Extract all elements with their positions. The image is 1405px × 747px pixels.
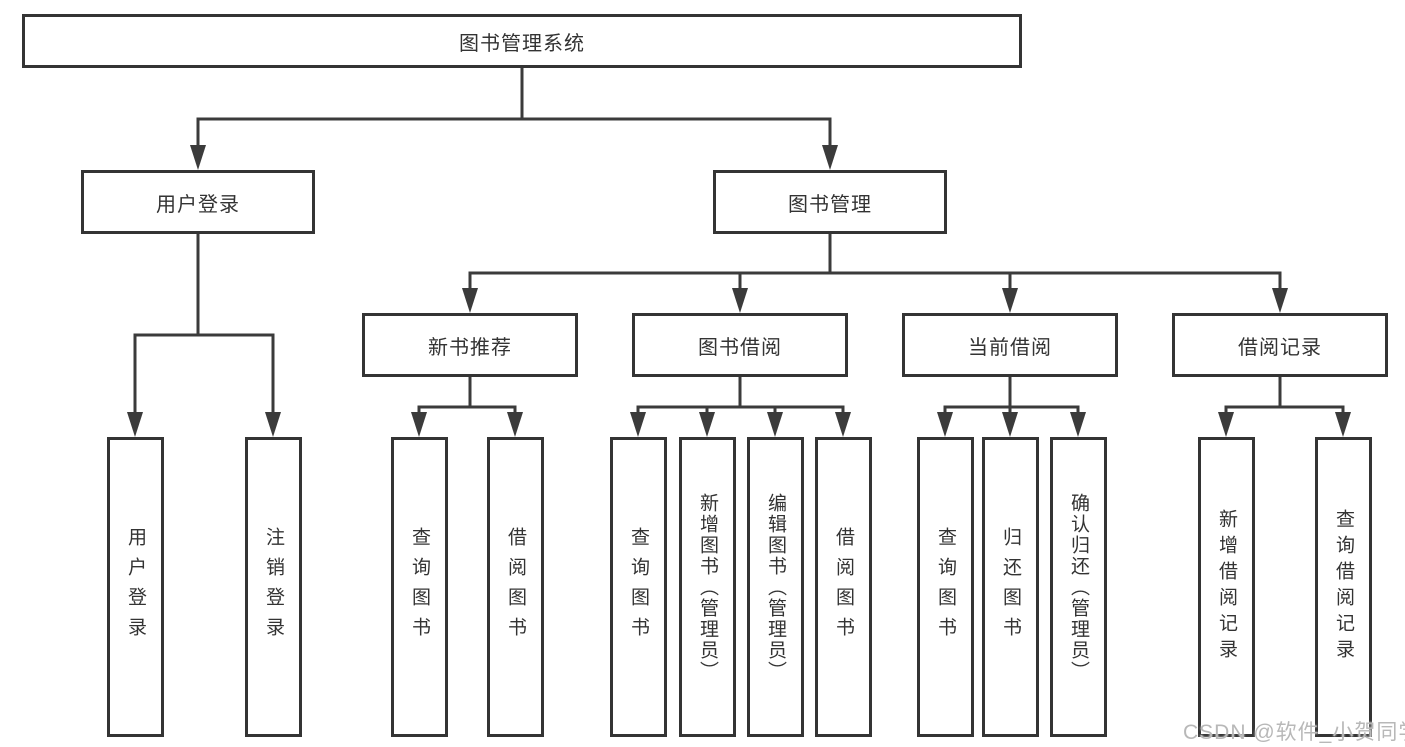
leaf-label: 借阅图书 <box>833 527 854 647</box>
csdn-watermark: CSDN @软件_小贺同学 <box>1183 721 1405 744</box>
leaf-label: 借阅图书 <box>505 527 526 647</box>
leaf-user-login: 用户登录 <box>107 437 164 737</box>
leaf-query-borrow-record: 查询借阅记录 <box>1315 437 1372 737</box>
leaf-label: 注销登录 <box>263 527 284 647</box>
leaf-query-books-3: 查询图书 <box>917 437 974 737</box>
leaf-add-borrow-record: 新增借阅记录 <box>1198 437 1255 737</box>
node-book-borrowing: 图书借阅 <box>632 313 848 377</box>
leaf-label: 新增借阅记录 <box>1216 509 1237 665</box>
leaf-borrow-books-1: 借阅图书 <box>487 437 544 737</box>
node-book-management-system: 图书管理系统 <box>22 14 1022 68</box>
leaf-query-books-1: 查询图书 <box>391 437 448 737</box>
leaf-borrow-books-2: 借阅图书 <box>815 437 872 737</box>
leaf-label: 确认归还（管理员） <box>1068 492 1089 682</box>
leaf-confirm-return-admin: 确认归还（管理员） <box>1050 437 1107 737</box>
node-user-login: 用户登录 <box>81 170 315 234</box>
node-new-book-recommend: 新书推荐 <box>362 313 578 377</box>
leaf-label: 用户登录 <box>125 527 146 647</box>
leaf-add-books-admin: 新增图书（管理员） <box>679 437 736 737</box>
leaf-label: 查询图书 <box>628 527 649 647</box>
node-borrowing-records: 借阅记录 <box>1172 313 1388 377</box>
leaf-label: 查询借阅记录 <box>1333 509 1354 665</box>
node-current-borrowing: 当前借阅 <box>902 313 1118 377</box>
leaf-logout: 注销登录 <box>245 437 302 737</box>
leaf-return-books: 归还图书 <box>982 437 1039 737</box>
leaf-label: 查询图书 <box>409 527 430 647</box>
node-book-management: 图书管理 <box>713 170 947 234</box>
leaf-query-books-2: 查询图书 <box>610 437 667 737</box>
leaf-label: 归还图书 <box>1000 527 1021 647</box>
leaf-label: 新增图书（管理员） <box>697 492 718 682</box>
leaf-edit-books-admin: 编辑图书（管理员） <box>747 437 804 737</box>
leaf-label: 查询图书 <box>935 527 956 647</box>
leaf-label: 编辑图书（管理员） <box>765 492 786 682</box>
